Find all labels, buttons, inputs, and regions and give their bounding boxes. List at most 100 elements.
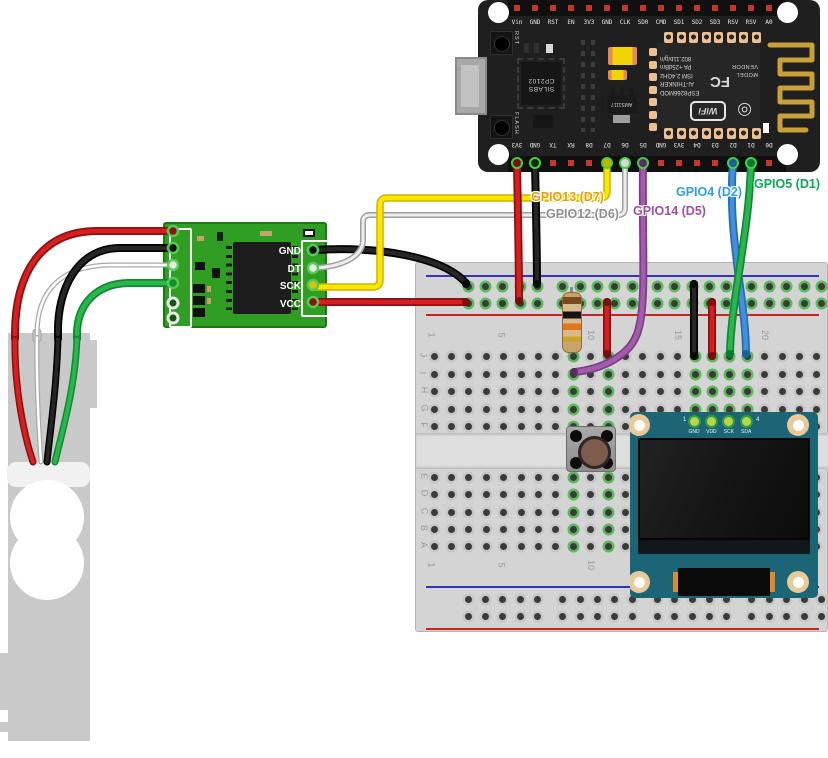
breadboard-hole [708, 387, 716, 395]
rail-hole [559, 595, 567, 603]
breadboard-hole [534, 387, 542, 395]
label-gpio14-d5[interactable]: GPIO14 (D5) [633, 204, 706, 218]
hx711-pin-label-DT: DT [287, 263, 301, 275]
nodemcu-top-pin-SD0[interactable] [640, 5, 646, 11]
esp-pad [726, 32, 736, 43]
breadboard-hole [430, 370, 438, 378]
breadboard-hole [621, 387, 629, 395]
rail-hole [800, 595, 808, 603]
breadboard-hole [534, 473, 542, 481]
flash-button[interactable] [490, 115, 513, 139]
nodemcu-top-pin-3V3[interactable] [586, 5, 592, 11]
label-gpio13-d7[interactable]: GPIO13 (D7) [531, 190, 604, 204]
breadboard-hole [482, 542, 490, 550]
nodemcu-top-pin-RST[interactable] [550, 5, 556, 11]
oled-pin-VDD[interactable] [704, 415, 718, 428]
label-gpio12-d6[interactable]: GPIO12 (D6) [546, 207, 619, 221]
esp-pad [689, 128, 698, 139]
rst-button-label: RST [513, 31, 519, 45]
oled-pin-GND[interactable] [687, 415, 701, 428]
breadboard-hole [500, 473, 508, 481]
rail-hole [499, 612, 507, 620]
breadboard-hole [552, 508, 560, 516]
nodemcu-bottom-pin-D8[interactable] [586, 160, 592, 166]
nodemcu-top-pin-SD2[interactable] [694, 5, 700, 11]
esp-pad [649, 60, 657, 69]
nodemcu-bottom-pin-RX[interactable] [568, 160, 574, 166]
breadboard-hole [656, 352, 664, 360]
hx711-chip [233, 242, 291, 314]
breadboard-hole [813, 387, 821, 395]
resistor-10k[interactable] [562, 292, 582, 353]
wire-hx711-sck-yellow[interactable] [311, 160, 611, 291]
nodemcu-top-pin-SD3[interactable] [712, 5, 718, 11]
breadboard-hole [691, 405, 699, 413]
breadboard-hole [743, 387, 751, 395]
rail-hole [611, 282, 619, 290]
breadboard-hole [517, 508, 525, 516]
breadboard-hole [517, 542, 525, 550]
nodemcu-top-pin-EN[interactable] [568, 5, 574, 11]
button-pin [570, 430, 582, 442]
button-cap[interactable] [578, 436, 611, 469]
nodemcu-top-pin-SD1[interactable] [676, 5, 682, 11]
breadboard-hole [778, 352, 786, 360]
breadboard-hole [726, 387, 734, 395]
nodemcu-top-pin-CMD[interactable] [658, 5, 664, 11]
label-gpio5-d1[interactable]: GPIO5 (D1) [754, 177, 820, 191]
oled-pin-SDA[interactable] [739, 415, 753, 428]
breadboard-hole [517, 352, 525, 360]
esp-pad [714, 32, 723, 43]
rst-button[interactable] [490, 31, 513, 55]
load-cell-tab-left [0, 653, 8, 710]
nodemcu-bottom-pin-D0[interactable] [766, 160, 772, 166]
push-button[interactable] [566, 426, 616, 472]
nodemcu-top-pin-CLK[interactable] [622, 5, 628, 11]
breadboard-hole [482, 490, 490, 498]
nodemcu-bottom-pin-TX[interactable] [550, 160, 556, 166]
transistor [533, 115, 553, 128]
breadboard-hole [500, 542, 508, 550]
hx711-right-pin-frame [301, 240, 330, 317]
hx711-pin-label-SCK: SCK [279, 281, 301, 292]
rail-hole [534, 299, 542, 307]
wire-loadcell-green[interactable] [73, 279, 173, 338]
nodemcu-bottom-pin-GND[interactable] [658, 160, 664, 166]
breadboard-hole [517, 387, 525, 395]
breadboard-hole [517, 525, 525, 533]
breadboard-hole [778, 370, 786, 378]
nodemcu-top-pin-RSV[interactable] [730, 5, 736, 11]
breadboard-hole [447, 405, 455, 413]
breadboard-hole [691, 370, 699, 378]
nodemcu-top-pin-A0[interactable] [766, 5, 772, 11]
nodemcu-top-pin-GND[interactable] [604, 5, 610, 11]
breadboard-hole [656, 387, 664, 395]
oled-pin-SCK[interactable] [722, 415, 736, 428]
nodemcu-bottom-pin-D4[interactable] [694, 160, 700, 166]
breadboard-hole [552, 370, 560, 378]
breadboard-hole [482, 387, 490, 395]
oled-screen-band [638, 540, 810, 554]
smd-part [763, 123, 769, 133]
breadboard-hole [447, 508, 455, 516]
nodemcu-bottom-pin-D3[interactable] [712, 160, 718, 166]
breadboard-hole [430, 508, 438, 516]
breadboard-hole [569, 387, 577, 395]
nodemcu-bottom-pin-3V3[interactable] [676, 160, 682, 166]
label-gpio4-d2[interactable]: GPIO4 (D2) [676, 185, 742, 199]
rail-hole [499, 595, 507, 603]
nodemcu-top-pin-RSV[interactable] [748, 5, 754, 11]
esp-pad [649, 48, 657, 56]
power-led [608, 47, 637, 65]
breadboard-hole [604, 490, 612, 498]
rail-hole [783, 282, 791, 290]
breadboard-hole [482, 405, 490, 413]
breadboard-hole [674, 405, 682, 413]
nodemcu-top-pin-Vin[interactable] [514, 5, 520, 11]
smd-part [207, 286, 211, 292]
nodemcu-top-pin-GND[interactable] [532, 5, 538, 11]
